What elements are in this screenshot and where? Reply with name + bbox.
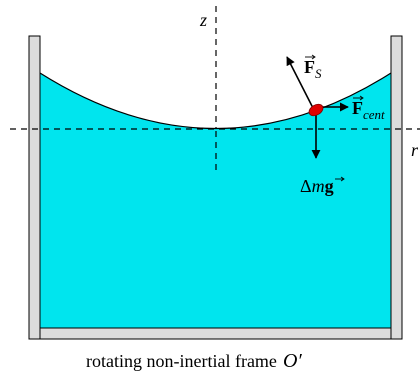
axis-r-label: r	[411, 140, 419, 160]
force-surface-label: FS	[304, 57, 322, 81]
axis-z-label: z	[199, 10, 207, 30]
right-wall	[390, 35, 403, 340]
left-wall	[28, 35, 41, 340]
surface-force-arrow	[286, 56, 315, 111]
liquid-surface-curve	[39, 72, 392, 130]
mass-element	[308, 103, 324, 117]
weight-label: Δmg	[300, 176, 334, 196]
liquid-body	[40, 73, 391, 328]
force-cent-label: Fcent	[352, 98, 385, 122]
container-bottom	[39, 327, 392, 340]
